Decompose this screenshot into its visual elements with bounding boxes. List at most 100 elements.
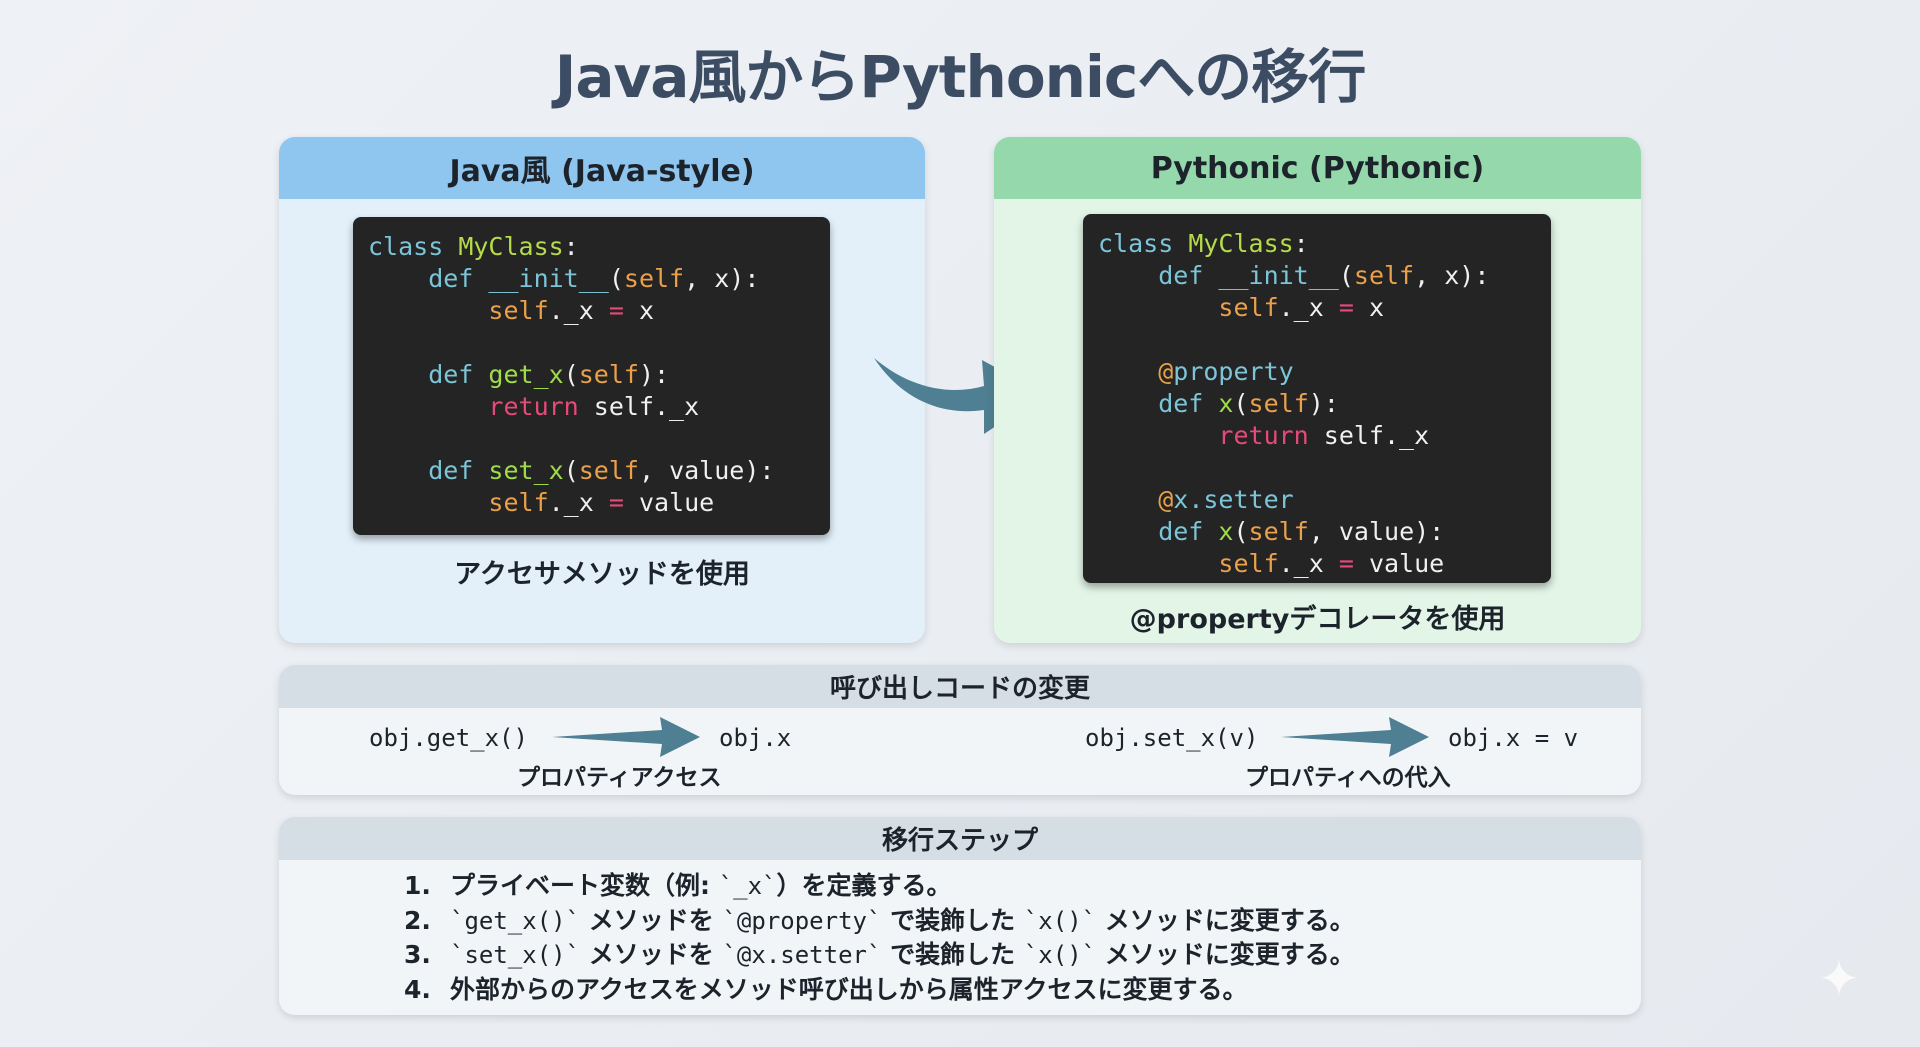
code-token: ):	[638, 360, 670, 389]
code-line: def get_x(self):	[368, 359, 815, 391]
code-token: (	[1338, 261, 1354, 290]
code-token: def	[1098, 389, 1219, 418]
code-line: return self._x	[368, 391, 815, 423]
migration-step: 1. プライベート変数（例: `_x`）を定義する。	[404, 869, 1355, 904]
step-number: 1.	[404, 871, 431, 900]
step-text: ）を定義する。	[776, 871, 952, 900]
code-token: self._x	[1308, 421, 1430, 450]
step-text: `@x.setter`	[722, 941, 882, 969]
getter-new-call: obj.x	[719, 724, 792, 752]
page-title: Java風からPythonicへの移行	[554, 43, 1366, 111]
code-token: self	[1353, 261, 1415, 290]
code-token: (	[563, 456, 579, 485]
code-line: class MyClass:	[1098, 228, 1536, 260]
step-text: `set_x()`	[450, 941, 581, 969]
java-style-caption: アクセサメソッドを使用	[454, 559, 750, 590]
step-text: `x()`	[1023, 941, 1097, 969]
migration-step: 4.外部からのアクセスをメソッド呼び出しから属性アクセスに変更する。	[404, 973, 1355, 1008]
code-token: (	[1233, 389, 1249, 418]
code-token: ._x	[1278, 293, 1339, 322]
java-style-header: Java風 (Java-style)	[279, 137, 925, 199]
code-token: x	[1353, 293, 1385, 322]
code-line: return self._x	[1098, 420, 1536, 452]
code-token: value	[623, 488, 715, 517]
code-line: self._x = x	[368, 295, 815, 327]
migration-step: 3. `set_x()` メソッドを `@x.setter` で装飾した `x()…	[404, 938, 1355, 973]
step-text: `x()`	[1023, 906, 1097, 935]
code-token: class	[1098, 229, 1189, 258]
code-token: (	[608, 264, 624, 293]
code-token: value	[1353, 549, 1445, 578]
step-text: メソッドを	[580, 940, 723, 969]
code-token: x	[1218, 389, 1234, 418]
step-number: 3.	[404, 940, 431, 969]
code-token: def	[1098, 517, 1219, 546]
java-style-code-block: class MyClass: def __init__(self, x): se…	[353, 217, 830, 535]
migration-steps-panel: 移行ステップ 1.プライベート変数（例: `_x`）を定義する。2.`get_x…	[279, 817, 1641, 1015]
code-token: , x):	[684, 264, 760, 293]
setter-old-call: obj.set_x(v)	[1085, 724, 1259, 752]
code-line: def __init__(self, x):	[368, 263, 815, 295]
setter-label: プロパティへの代入	[1245, 765, 1451, 791]
call-changes-header: 呼び出しコードの変更	[279, 665, 1641, 708]
code-token: self	[368, 488, 549, 517]
code-line: self._x = value	[1098, 548, 1536, 580]
code-token: :	[1293, 229, 1309, 258]
code-token: , value):	[638, 456, 775, 485]
code-line: @property	[1098, 356, 1536, 388]
setter-new-call: obj.x = v	[1448, 724, 1579, 752]
pythonic-code-block: class MyClass: def __init__(self, x): se…	[1083, 214, 1551, 583]
code-token: self	[623, 264, 685, 293]
getter-old-call: obj.get_x()	[369, 724, 528, 752]
code-token: self	[1098, 293, 1279, 322]
code-token: =	[1338, 293, 1354, 322]
migration-step: 2.`get_x()` メソッドを `@property` で装飾した `x()…	[404, 904, 1355, 939]
code-line: class MyClass:	[368, 231, 815, 263]
code-token: def	[368, 456, 489, 485]
code-token: , x):	[1414, 261, 1490, 290]
getter-arrow-icon	[552, 717, 700, 757]
code-token: self	[1248, 517, 1309, 546]
step-text: `_x`	[718, 872, 777, 900]
code-token: , value):	[1308, 517, 1445, 546]
step-text: で装飾した	[881, 905, 1024, 935]
pythonic-caption: @propertyデコレータを使用	[1129, 604, 1506, 635]
code-token: def	[1098, 261, 1219, 290]
code-line: def set_x(self, value):	[368, 455, 815, 487]
code-token: (	[563, 360, 579, 389]
code-line: def x(self, value):	[1098, 516, 1536, 548]
setter-arrow-icon	[1281, 717, 1429, 757]
code-token: x.setter	[1173, 485, 1294, 514]
step-text: プライベート変数（例:	[450, 871, 719, 900]
code-token: class	[368, 232, 459, 261]
getter-label: プロパティアクセス	[517, 765, 722, 791]
code-token: =	[608, 296, 624, 325]
code-line: self._x = value	[368, 487, 815, 519]
code-token: def	[368, 360, 489, 389]
call-changes-panel: 呼び出しコードの変更 obj.get_x() obj.x プロパティアクセス o…	[279, 665, 1641, 795]
code-token: @	[1098, 485, 1174, 514]
code-token: MyClass	[1188, 229, 1294, 258]
code-line: @x.setter	[1098, 484, 1536, 516]
code-token: ):	[1308, 389, 1339, 418]
code-token: __init__	[1218, 261, 1339, 290]
step-text: メソッドに変更する。	[1096, 905, 1355, 935]
code-token: def	[368, 264, 489, 293]
code-token: __init__	[488, 264, 609, 293]
pythonic-header: Pythonic (Pythonic)	[994, 137, 1641, 199]
code-token: MyClass	[458, 232, 564, 261]
java-style-panel: Java風 (Java-style) class MyClass: def __…	[279, 137, 925, 643]
step-text: メソッドを	[580, 905, 723, 935]
code-token: self	[1248, 389, 1309, 418]
code-token: @	[1098, 357, 1174, 386]
code-token: return	[1098, 421, 1309, 450]
step-text: 外部からのアクセスをメソッド呼び出しから属性アクセスに変更する。	[450, 974, 1248, 1004]
step-text: `get_x()`	[450, 906, 581, 935]
code-token: get_x	[488, 360, 564, 389]
step-text: で装飾した	[881, 940, 1024, 969]
code-line	[1098, 452, 1536, 484]
code-line: self._x = x	[1098, 292, 1536, 324]
code-token: self	[368, 296, 549, 325]
code-line	[1098, 324, 1536, 356]
code-token: set_x	[488, 456, 564, 485]
